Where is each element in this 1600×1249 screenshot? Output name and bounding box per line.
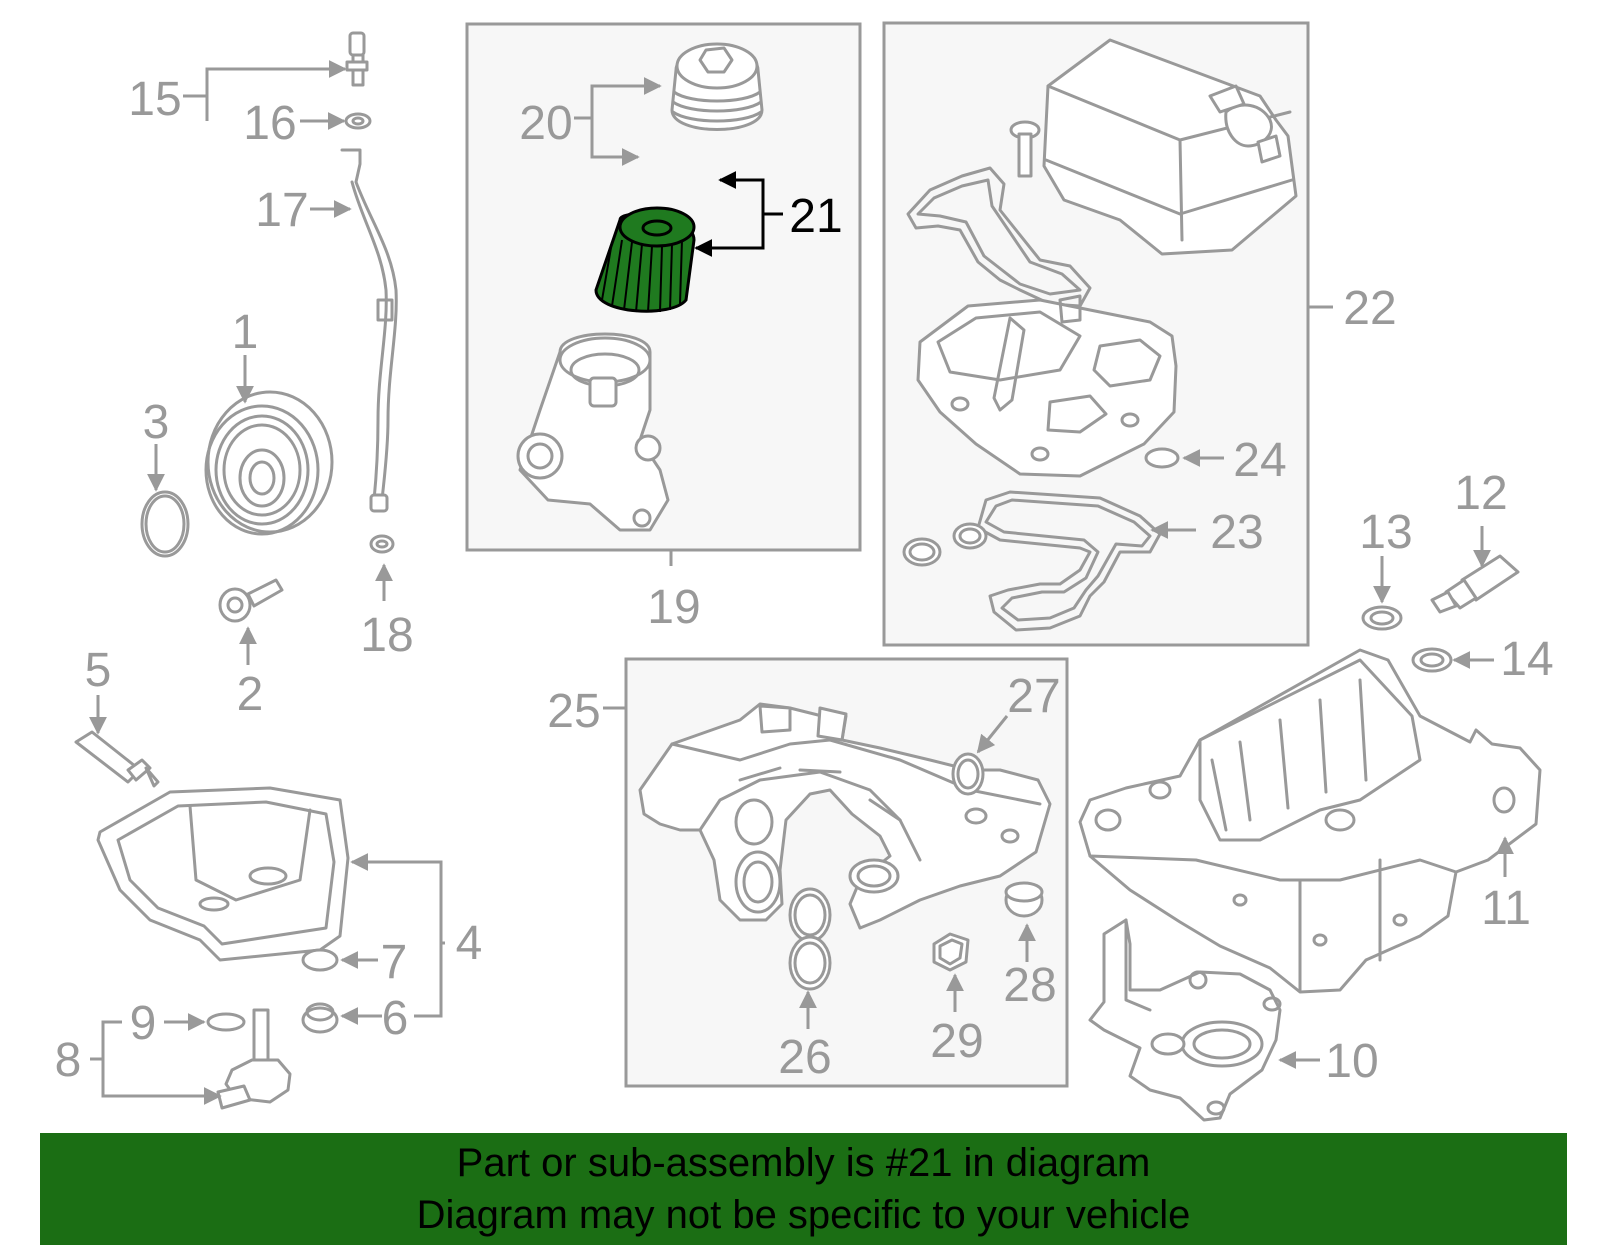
leader-8 [90,1020,122,1061]
washer-14 [1411,647,1453,673]
callout-4: 4 [456,917,483,970]
cap-28 [1004,881,1044,918]
callout-17: 17 [255,184,308,237]
bolt-2 [218,578,284,623]
o-ring-9 [206,1012,246,1032]
seal-27 [951,752,985,796]
o-ring-7 [301,948,339,972]
callouts: 1 2 3 4 5 6 7 8 9 10 11 12 13 14 15 16 1… [55,73,1554,1088]
callout-1: 1 [232,306,259,359]
leader-15 [183,60,347,98]
o-ring-24 [1144,447,1180,469]
filter-housing-19 [516,332,670,532]
adapter-housing [916,294,1178,478]
washer-13 [1361,605,1403,631]
banner-line-1: Part or sub-assembly is #21 in diagram [456,1141,1151,1185]
callout-29: 29 [930,1015,983,1068]
callout-15: 15 [128,73,181,126]
callout-11: 11 [1481,882,1531,935]
leader-20 [574,77,662,120]
pulley-1 [204,390,334,536]
cooler-bolt [1009,120,1041,178]
callout-14: 14 [1500,633,1553,686]
oil-level-sensor-8 [216,1008,292,1110]
leader-20b [590,118,640,166]
callout-28: 28 [1003,959,1056,1012]
leader-21[interactable] [694,212,783,257]
o-ring-3 [140,490,190,558]
oil-cooler [1042,38,1298,256]
filter-cap-20 [670,42,764,131]
leader-8b [101,1059,222,1105]
intake-manifold [638,702,1052,930]
leader-4b [414,943,443,1018]
callout-5: 5 [85,644,112,697]
callout-10: 10 [1325,1035,1378,1088]
callout-13: 13 [1359,506,1412,559]
banner-line-2: Diagram may not be specific to your vehi… [416,1193,1191,1237]
cooler-gasket [906,166,1092,308]
callout-8: 8 [55,1034,82,1087]
callout-26: 26 [778,1031,831,1084]
callout-12: 12 [1454,467,1507,520]
callout-6: 6 [382,992,409,1045]
callout-3: 3 [143,396,170,449]
callout-16: 16 [243,97,296,150]
leader-4 [350,853,445,945]
callout-23: 23 [1210,506,1263,559]
drain-plug-6 [301,1002,339,1034]
callout-25: 25 [547,685,600,738]
callout-21[interactable]: 21 [789,190,842,243]
callout-22: 22 [1343,282,1396,335]
bolt-15 [345,31,369,87]
seal-18 [369,534,395,554]
oil-pump-10 [1088,918,1282,1122]
gasket-29 [932,932,970,972]
oil-pan-4 [96,786,350,962]
seal-26 [788,887,832,991]
callout-27: 27 [1007,670,1060,723]
callout-20: 20 [519,97,572,150]
leader-27 [976,715,1009,754]
upper-oil-pan-11 [1078,648,1542,994]
callout-18: 18 [360,609,413,662]
sealant-tube-12 [1430,554,1520,614]
leader-21b [718,171,765,214]
oil-filter-21 [594,206,696,313]
sealant-tube-5 [74,730,160,788]
callout-2: 2 [237,668,264,721]
info-banner: Part or sub-assembly is #21 in diagram D… [40,1133,1567,1245]
callout-7: 7 [381,936,408,989]
callout-19: 19 [647,581,700,634]
callout-9: 9 [130,997,157,1050]
dipstick-tube-17 [340,148,398,513]
callout-24: 24 [1233,434,1286,487]
washer-16 [344,112,372,130]
